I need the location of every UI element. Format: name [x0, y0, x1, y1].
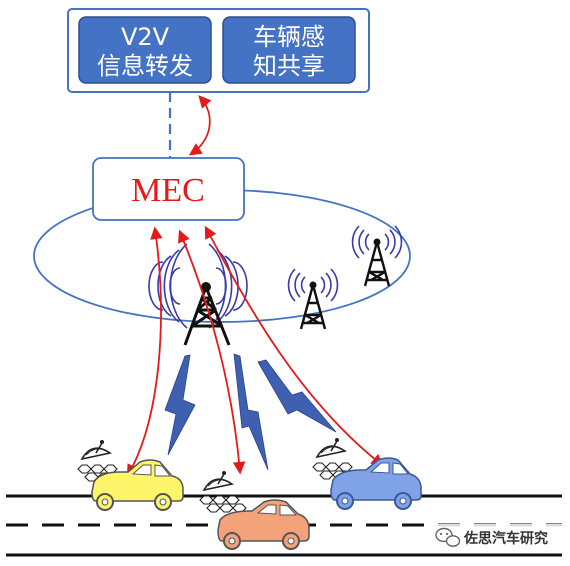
sensor-icon-orange-car: [199, 470, 247, 513]
small-base-station-icon-middle: [287, 267, 339, 331]
arrow-blue-car: [204, 225, 384, 467]
lightning-icon-left: [164, 354, 196, 456]
service-box-v2v-forwarding: V2V 信息转发: [78, 16, 212, 84]
lightning-icon-right: [257, 359, 337, 433]
watermark-text: 佐思汽车研究: [463, 530, 548, 547]
v2x-communication-arrows: [126, 225, 384, 478]
service-box-vehicle-sensing-sharing: 车辆感 知共享: [222, 16, 356, 84]
orange-car-icon: [217, 499, 310, 550]
panel-mec-arrow: [188, 95, 212, 156]
service-sensing-line1: 车辆感: [253, 23, 325, 51]
mec-label: MEC: [131, 172, 205, 209]
service-v2v-line1: V2V: [121, 23, 170, 51]
service-sensing-line2: 知共享: [253, 52, 325, 80]
wireless-signal-icons: [164, 353, 337, 471]
main-base-station-icon: [148, 243, 248, 346]
mec-server-box: MEC: [92, 157, 245, 221]
service-v2v-line2: 信息转发: [97, 52, 193, 80]
yellow-car-icon: [91, 459, 184, 511]
arrow-orange-car: [178, 229, 246, 475]
wechat-icon: [435, 527, 461, 547]
blue-car-icon: [330, 457, 422, 510]
arrow-yellow-car: [126, 226, 163, 478]
watermark: 佐思汽车研究: [432, 524, 562, 550]
small-base-station-icon-right: [351, 224, 403, 288]
lightning-icon-middle: [233, 353, 269, 471]
